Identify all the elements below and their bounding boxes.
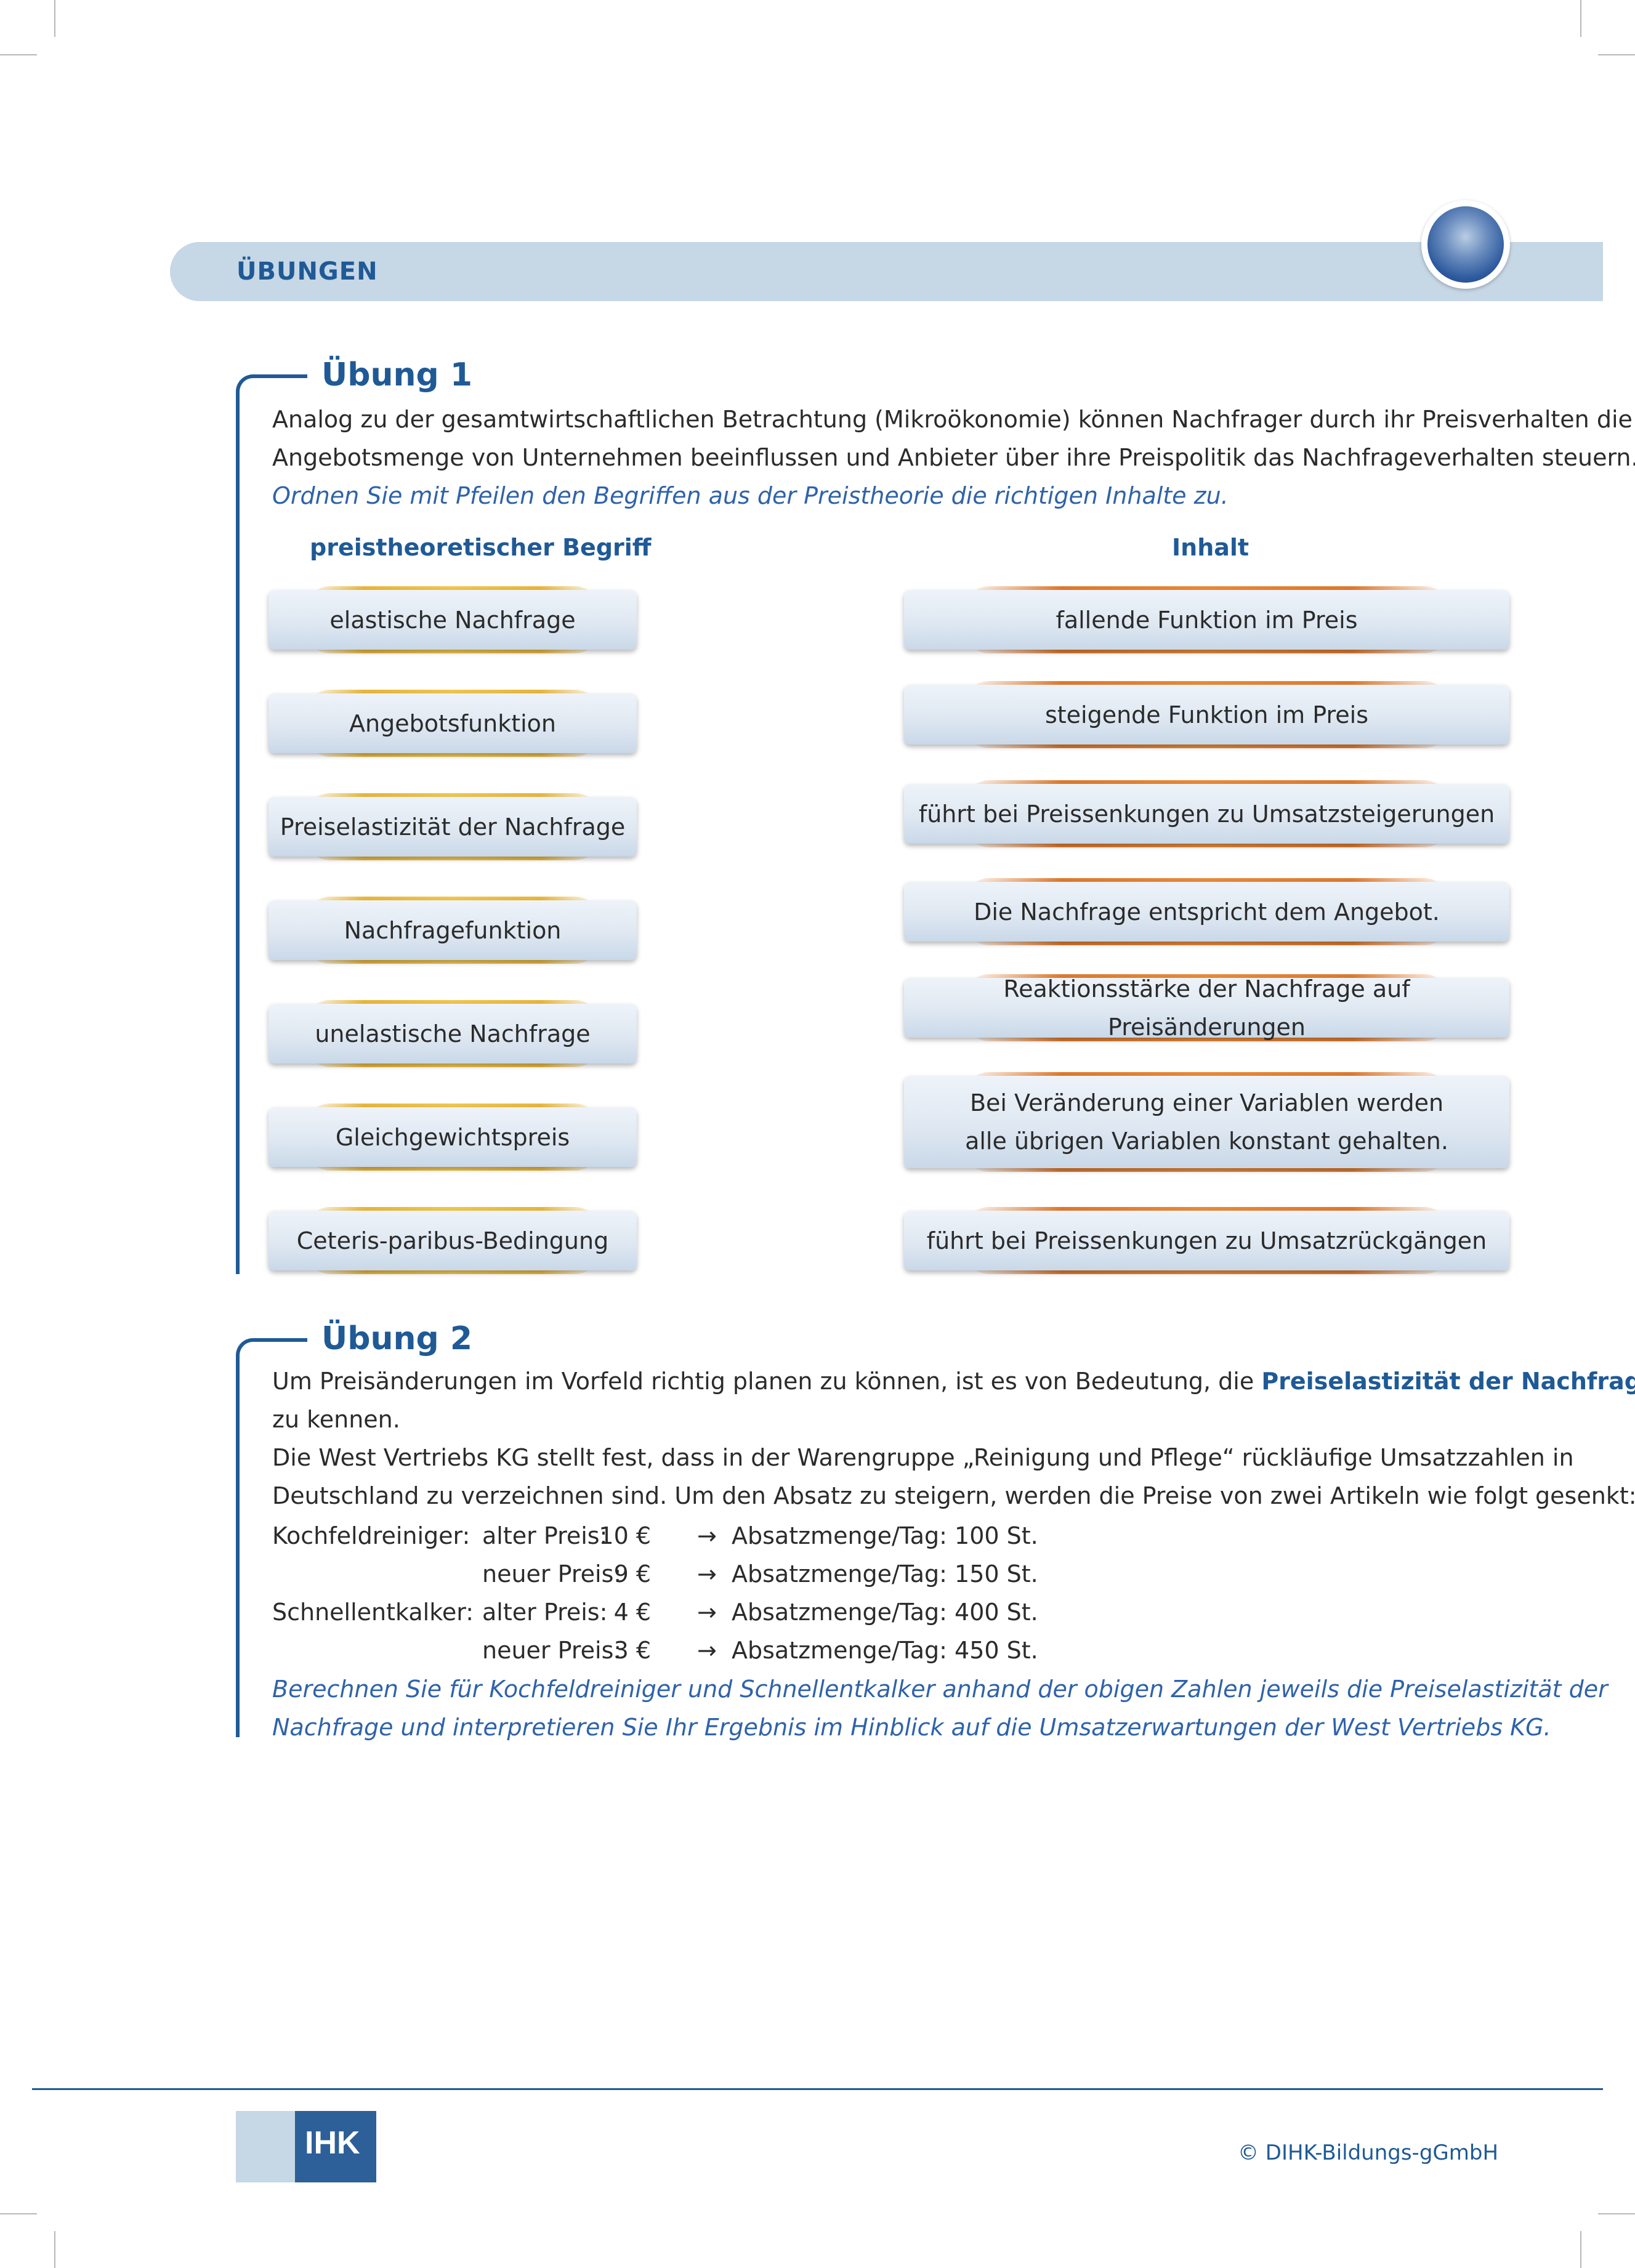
term-label: Angebotsfunktion — [268, 693, 637, 753]
exercise-1-bracket — [236, 374, 307, 1274]
ihk-logo-text: IHK — [305, 2125, 360, 2161]
arrow-icon: → — [697, 1599, 717, 1626]
content-card[interactable]: steigende Funktion im Preis — [904, 681, 1509, 748]
term-label: Gleichgewichtspreis — [268, 1107, 637, 1167]
calc-product: Kochfeldreiniger: — [272, 1522, 470, 1549]
calc-price: 10 € — [599, 1522, 651, 1549]
exercise-2-task-line: Berechnen Sie für Kochfeldreiniger und S… — [272, 1676, 1608, 1703]
content-label: steigende Funktion im Preis — [904, 685, 1509, 745]
exercise-1-intro-line: Analog zu der gesamtwirtschaftlichen Bet… — [272, 406, 1633, 433]
calc-price: 4 € — [613, 1599, 651, 1626]
content-card[interactable]: fallende Funktion im Preis — [904, 586, 1509, 653]
calc-label: alter Preis: — [482, 1522, 608, 1549]
calc-label: neuer Preis: — [482, 1560, 622, 1588]
exercise-2-line-text: Um Preisänderungen im Vorfeld richtig pl… — [272, 1368, 1262, 1395]
term-card[interactable]: Preiselastizität der Nachfrage — [268, 793, 637, 860]
content-card[interactable]: Reaktionsstärke der Nachfrage auf Preisä… — [904, 974, 1509, 1041]
term-card[interactable]: elastische Nachfrage — [268, 586, 637, 653]
exercise-1-intro-line: Angebotsmenge von Unternehmen beeinfluss… — [272, 444, 1635, 471]
orb-icon — [1421, 200, 1510, 289]
crop-mark — [1598, 2213, 1635, 2214]
arrow-icon: → — [697, 1637, 717, 1664]
term-card[interactable]: Nachfragefunktion — [268, 897, 637, 964]
content-label: fallende Funktion im Preis — [904, 590, 1509, 650]
exercise-1-task: Ordnen Sie mit Pfeilen den Begriffen aus… — [272, 482, 1229, 509]
calc-product: Schnellentkalker: — [272, 1599, 474, 1626]
crop-mark — [0, 2213, 37, 2214]
term-card[interactable]: Angebotsfunktion — [268, 690, 637, 757]
term-label: Ceteris-paribus-Bedingung — [268, 1211, 637, 1270]
term-label: Nachfragefunktion — [268, 900, 637, 960]
term-card[interactable]: unelastische Nachfrage — [268, 1000, 637, 1067]
arrow-icon: → — [697, 1560, 717, 1588]
exercise-2-line: Um Preisänderungen im Vorfeld richtig pl… — [272, 1362, 1635, 1400]
term-card[interactable]: Ceteris-paribus-Bedingung — [268, 1207, 637, 1274]
column-head-content: Inhalt — [1172, 534, 1249, 561]
calc-result: Absatzmenge/Tag: 400 St. — [732, 1599, 1038, 1626]
column-head-term: preistheoretischer Begriff — [310, 534, 652, 561]
calc-price: 3 € — [613, 1637, 651, 1664]
exercise-2-task-line: Nachfrage und interpretieren Sie Ihr Erg… — [272, 1714, 1551, 1741]
content-label: Die Nachfrage entspricht dem Angebot. — [904, 882, 1509, 942]
content-card[interactable]: Bei Veränderung einer Variablen werden a… — [904, 1072, 1509, 1172]
term-label: elastische Nachfrage — [268, 590, 637, 650]
term-card[interactable]: Gleichgewichtspreis — [268, 1104, 637, 1171]
footer-rule — [32, 2088, 1603, 2090]
calc-label: alter Preis: — [482, 1599, 608, 1626]
calc-result: Absatzmenge/Tag: 150 St. — [732, 1560, 1038, 1588]
content-label: Bei Veränderung einer Variablen werden a… — [904, 1076, 1509, 1168]
ihk-logo: IHK — [236, 2111, 376, 2182]
content-label: Reaktionsstärke der Nachfrage auf Preisä… — [904, 975, 1509, 1041]
crop-mark — [1598, 54, 1635, 55]
term-label: Preiselastizität der Nachfrage — [268, 797, 637, 857]
content-card[interactable]: führt bei Preissenkungen zu Umsatzsteige… — [904, 780, 1509, 847]
content-card[interactable]: führt bei Preissenkungen zu Umsatzrückgä… — [904, 1207, 1509, 1274]
exercise-2-line: Die West Vertriebs KG stellt fest, dass … — [272, 1444, 1574, 1471]
term-label: unelastische Nachfrage — [268, 1004, 637, 1063]
exercise-1-title: Übung 1 — [321, 357, 472, 393]
content-card[interactable]: Die Nachfrage entspricht dem Angebot. — [904, 878, 1509, 945]
section-header-band — [170, 242, 1603, 301]
crop-mark — [1580, 2231, 1581, 2268]
calc-result: Absatzmenge/Tag: 450 St. — [732, 1637, 1038, 1664]
crop-mark — [54, 2231, 55, 2268]
exercise-2-line: Deutschland zu verzeichnen sind. Um den … — [272, 1482, 1635, 1509]
arrow-icon: → — [697, 1522, 717, 1549]
crop-mark — [0, 54, 37, 55]
crop-mark — [54, 0, 55, 37]
calc-result: Absatzmenge/Tag: 100 St. — [732, 1522, 1038, 1549]
crop-mark — [1580, 0, 1581, 37]
calc-label: neuer Preis: — [482, 1637, 622, 1664]
exercise-2-line: zu kennen. — [272, 1406, 400, 1433]
exercise-2-bracket — [236, 1338, 307, 1737]
content-label: führt bei Preissenkungen zu Umsatzsteige… — [904, 784, 1509, 844]
exercise-2-title: Übung 2 — [321, 1320, 472, 1357]
copyright-notice: © DIHK-Bildungs-gGmbH — [1238, 2141, 1499, 2165]
content-label: führt bei Preissenkungen zu Umsatzrückgä… — [904, 1211, 1509, 1270]
calc-price: 9 € — [613, 1560, 651, 1588]
section-title: ÜBUNGEN — [236, 257, 378, 286]
highlight-term: Preiselastizität der Nachfrage — [1261, 1368, 1635, 1395]
